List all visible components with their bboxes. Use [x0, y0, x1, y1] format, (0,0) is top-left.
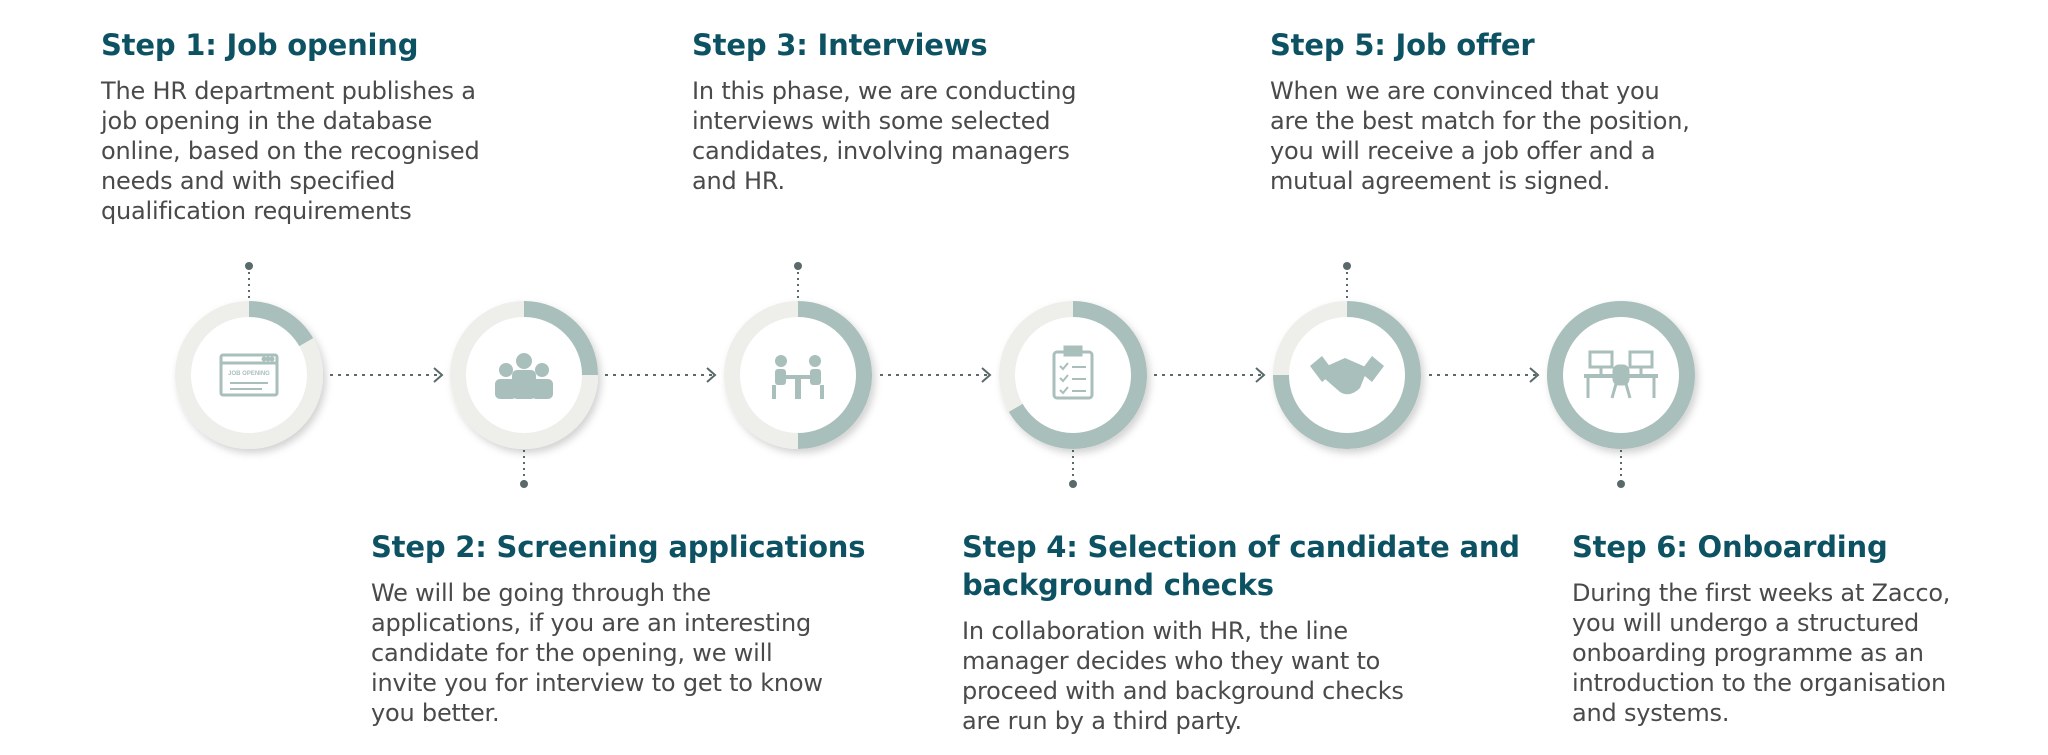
step-4-node — [999, 301, 1148, 488]
step-5-block: Step 5: Job offer When we are convinced … — [1270, 26, 1790, 196]
step-1-node: JOB OPENING — [175, 262, 323, 449]
workstation-desks-icon — [1584, 350, 1658, 399]
job-opening-browser-icon — [219, 353, 279, 397]
step-1-leader-dot — [245, 262, 253, 270]
interview-table-icon — [772, 355, 824, 399]
arrow-2-3 — [605, 367, 717, 383]
step-2-title: Step 2: Screening applications — [371, 530, 866, 564]
step-6-title: Step 6: Onboarding — [1572, 530, 1888, 564]
group-people-icon — [495, 353, 553, 399]
step-1-title: Step 1: Job opening — [101, 28, 419, 62]
step-3-leader-dot — [794, 262, 802, 270]
step-5-description: When we are convinced that you are the b… — [1270, 77, 1690, 195]
step-2-node — [450, 301, 598, 488]
step-5-node — [1273, 262, 1421, 449]
arrow-4-5 — [1154, 367, 1266, 383]
step-2-block: Step 2: Screening applications We will b… — [371, 528, 891, 728]
step-2-description: We will be going through the application… — [371, 579, 823, 727]
step-6-leader-dot — [1617, 480, 1625, 488]
step-2-leader-dot — [520, 480, 528, 488]
step-6-node — [1546, 301, 1695, 488]
arrow-1-2 — [330, 367, 444, 383]
arrow-5-6 — [1429, 367, 1540, 383]
arrow-3-4 — [880, 367, 992, 383]
step-4-ring-center — [1015, 317, 1131, 433]
step-4-block: Step 4: Selection of candidate and backg… — [962, 528, 1522, 736]
step-5-title: Step 5: Job offer — [1270, 28, 1535, 62]
step-1-ring-center — [191, 317, 307, 433]
step-6-block: Step 6: Onboarding During the first week… — [1572, 528, 2042, 728]
step-1-block: Step 1: Job opening The HR department pu… — [101, 26, 581, 226]
step-4-title: Step 4: Selection of candidate and backg… — [962, 530, 1520, 602]
step-1-description: The HR department publishes a job openin… — [101, 77, 480, 225]
step-3-block: Step 3: Interviews In this phase, we are… — [692, 26, 1192, 196]
step-4-description: In collaboration with HR, the line manag… — [962, 617, 1404, 735]
step-3-node — [724, 262, 872, 449]
job-opening-icon-label: JOB OPENING — [228, 371, 270, 377]
handshake-icon — [1310, 356, 1384, 395]
step-5-leader-dot — [1343, 262, 1351, 270]
step-4-leader-dot — [1069, 480, 1077, 488]
step-6-description: During the first weeks at Zacco, you wil… — [1572, 579, 1951, 727]
step-3-title: Step 3: Interviews — [692, 28, 988, 62]
step-3-description: In this phase, we are conducting intervi… — [692, 77, 1077, 195]
clipboard-checklist-icon — [1052, 345, 1094, 400]
